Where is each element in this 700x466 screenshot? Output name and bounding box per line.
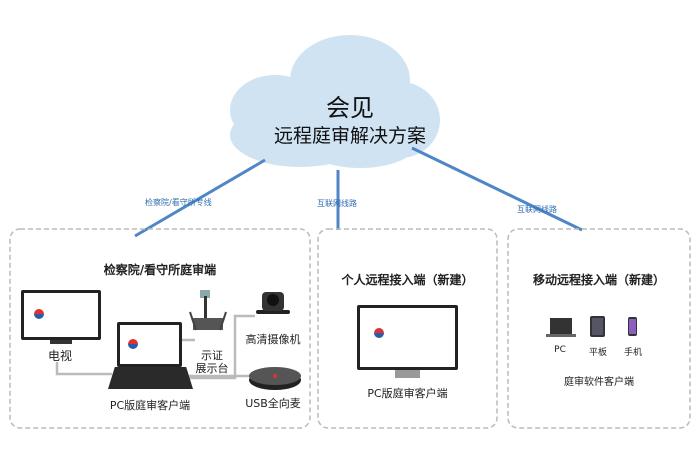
link-label-left: 检察院/看守所专线 bbox=[145, 198, 212, 207]
link-line-left bbox=[134, 158, 266, 238]
tv-icon bbox=[21, 290, 101, 340]
middle-box bbox=[317, 228, 498, 429]
right-box-title: 移动远程接入端（新建） bbox=[532, 273, 665, 287]
device-label-pc: PC bbox=[554, 345, 566, 355]
mobile-client-caption: 庭审软件客户端 bbox=[564, 377, 634, 388]
camera-icon bbox=[256, 292, 290, 314]
device-label-phone: 手机 bbox=[623, 348, 642, 358]
camera-label: 高清摄像机 bbox=[245, 333, 301, 346]
laptop-icon bbox=[117, 322, 182, 367]
monitor-stand bbox=[395, 370, 420, 378]
link-line-right bbox=[411, 146, 583, 232]
microphone-label: USB全向麦 bbox=[245, 397, 301, 410]
cloud-subtitle: 远程庭审解决方案 bbox=[273, 125, 426, 147]
cloud-title: 会见 bbox=[326, 94, 374, 122]
left-box bbox=[9, 228, 311, 429]
visualizer-icon bbox=[189, 290, 227, 331]
laptop-keyboard bbox=[108, 367, 193, 389]
left-box-title: 检察院/看守所庭审端 bbox=[103, 263, 217, 277]
visualizer-label-1: 示证 bbox=[201, 349, 223, 362]
pc-client-label: PC版庭审客户端 bbox=[109, 399, 191, 412]
tv-label: 电视 bbox=[47, 349, 72, 363]
cables bbox=[55, 314, 255, 380]
visualizer-label-2: 展示台 bbox=[195, 362, 229, 375]
middle-box-title: 个人远程接入端（新建） bbox=[341, 273, 474, 287]
tv-stand bbox=[50, 340, 72, 344]
tablet-icon bbox=[590, 316, 605, 337]
laptop-small-icon bbox=[546, 318, 576, 337]
right-box bbox=[507, 228, 691, 429]
link-label-middle: 互联网线路 bbox=[317, 199, 357, 208]
cloud-shape bbox=[230, 35, 440, 168]
device-label-tablet: 平板 bbox=[588, 348, 607, 358]
monitor-icon bbox=[357, 305, 458, 370]
microphone-icon bbox=[249, 367, 301, 390]
link-label-right: 互联网线路 bbox=[517, 205, 557, 214]
phone-icon bbox=[628, 317, 637, 336]
middle-pc-client-label: PC版庭审客户端 bbox=[367, 387, 448, 400]
